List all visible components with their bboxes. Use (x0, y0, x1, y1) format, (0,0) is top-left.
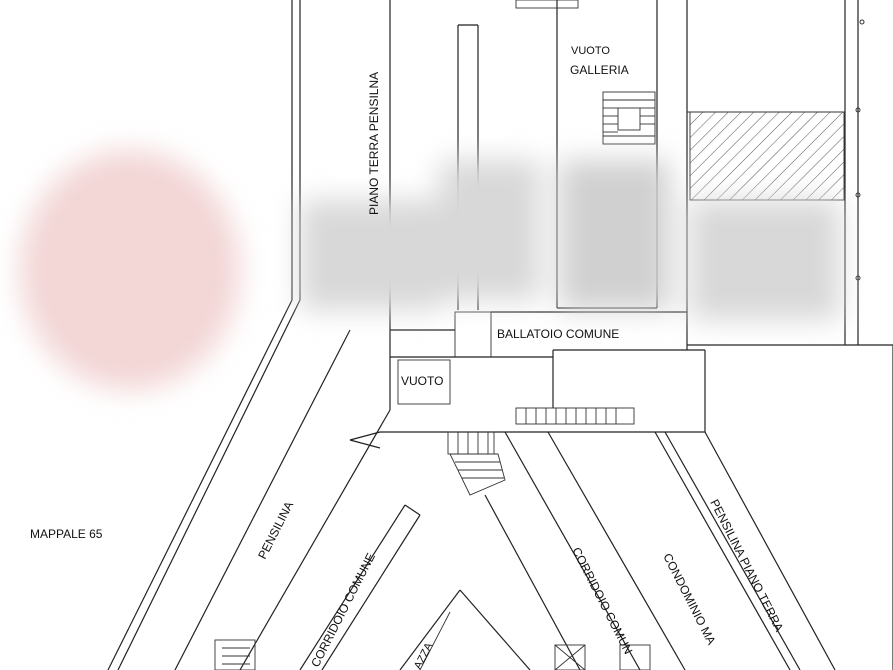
label-ballatoio: BALLATOIO COMUNE (497, 327, 619, 341)
lower-band (349, 407, 705, 449)
blurred-region (20, 150, 840, 390)
label-pensilina: PENSILINA (255, 499, 296, 561)
right-corridoio (484, 431, 686, 670)
ballatoio-block (389, 311, 706, 432)
label-vuoto-top: VUOTO (571, 45, 610, 57)
label-condominio: CONDOMINIO MA (660, 551, 718, 647)
right-strip (687, 0, 893, 346)
left-pensilina (107, 299, 391, 670)
label-corridoio-right: CORRIDOIO COMUN (569, 545, 635, 656)
label-mappale: MAPPALE 65 (30, 527, 103, 541)
piazza-block (399, 589, 531, 670)
label-piazza: AZZA (412, 640, 436, 670)
label-corridoio-left: CORRIDOIO COMUNE (308, 551, 378, 670)
right-pensilina (554, 431, 836, 670)
label-galleria: GALLERIA (570, 63, 629, 77)
label-pensilina-piano-terra: PENSILINA PIANO TERRA (707, 497, 786, 634)
galleria-stairs (602, 91, 656, 145)
left-corridoio (214, 504, 421, 670)
label-piano-terra-pensilina: PIANO TERRA PENSILNA (367, 72, 381, 215)
label-vuoto-small: VUOTO (401, 374, 443, 388)
hatched-area (689, 111, 845, 201)
central-stairs (447, 431, 506, 496)
